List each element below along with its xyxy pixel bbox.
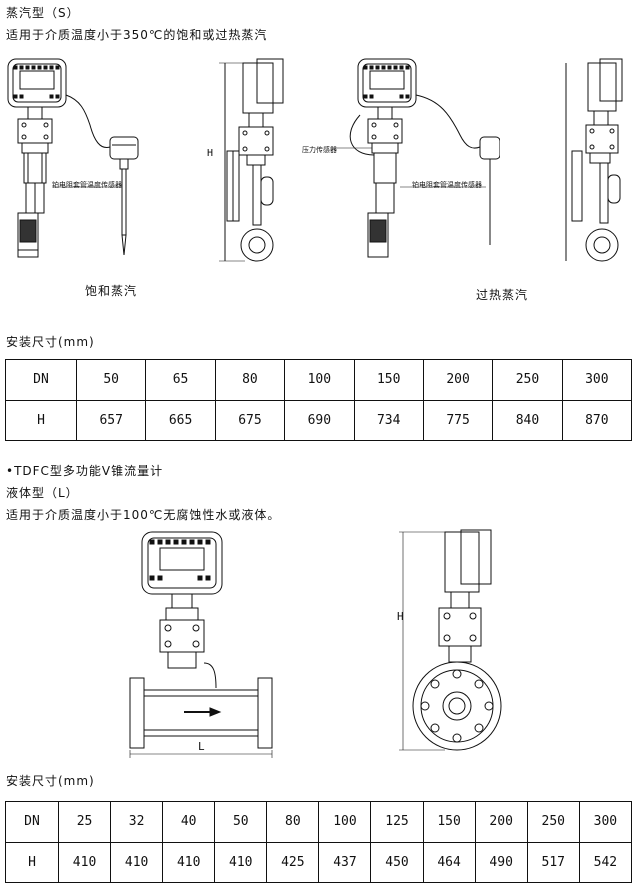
steam-description: 适用于介质温度小于350℃的饱和或过热蒸汽 bbox=[6, 28, 268, 42]
dn-cell: 100 bbox=[284, 359, 355, 401]
h-cell: 450 bbox=[370, 841, 424, 883]
h-cell: 410 bbox=[57, 841, 112, 883]
h-cell: 517 bbox=[526, 841, 580, 883]
dn-cell: 200 bbox=[422, 359, 494, 401]
h-cell: 437 bbox=[318, 841, 372, 883]
h-cell: 542 bbox=[578, 841, 633, 883]
dn-cell: 250 bbox=[526, 801, 580, 843]
dn-cell: 150 bbox=[353, 359, 424, 401]
superheated-steam-side-drawing bbox=[565, 58, 623, 262]
table-row: DN 50 65 80 100 150 200 250 300 bbox=[5, 359, 633, 401]
table-row: H 410 410 410 410 425 437 450 464 490 51… bbox=[5, 841, 633, 883]
pt-sensor-label-1: 铂电阻套管温度传感器 bbox=[52, 181, 122, 189]
table-row: DN 25 32 40 50 80 100 125 150 200 250 30… bbox=[5, 801, 633, 843]
superheated-steam-front-drawing bbox=[330, 58, 500, 258]
h-dimension-label-2: H bbox=[397, 610, 404, 623]
h-cell: 490 bbox=[474, 841, 528, 883]
steam-table-title: 安装尺寸(mm) bbox=[6, 335, 95, 349]
dn-cell: 65 bbox=[145, 359, 216, 401]
dn-cell: 150 bbox=[422, 801, 476, 843]
product-title: •TDFC型多功能V锥流量计 bbox=[6, 464, 164, 478]
h-cell: 870 bbox=[561, 399, 633, 441]
liquid-type-title: 液体型（L） bbox=[6, 486, 79, 500]
pressure-sensor-label: 压力传感器 bbox=[302, 146, 337, 154]
table-header-cell: DN bbox=[5, 359, 77, 401]
pt-sensor-label-2: 铂电阻套管温度传感器 bbox=[412, 181, 482, 189]
h-cell: 410 bbox=[214, 841, 268, 883]
dn-cell: 250 bbox=[492, 359, 563, 401]
h-cell: 840 bbox=[492, 399, 563, 441]
dn-cell: 80 bbox=[266, 801, 320, 843]
dn-cell: 200 bbox=[474, 801, 528, 843]
steam-dimensions-table: DN 50 65 80 100 150 200 250 300 H 657 66… bbox=[5, 359, 633, 441]
saturated-steam-front-drawing bbox=[7, 58, 139, 258]
liquid-front-drawing bbox=[129, 531, 273, 758]
h-cell: 410 bbox=[162, 841, 216, 883]
dn-cell: 50 bbox=[214, 801, 268, 843]
dn-cell: 300 bbox=[578, 801, 633, 843]
h-cell: 410 bbox=[110, 841, 164, 883]
h-cell: 734 bbox=[353, 399, 424, 441]
liquid-table-title: 安装尺寸(mm) bbox=[6, 774, 95, 788]
h-cell: 464 bbox=[422, 841, 476, 883]
liquid-dimensions-table: DN 25 32 40 50 80 100 125 150 200 250 30… bbox=[5, 801, 633, 883]
dn-cell: 100 bbox=[318, 801, 372, 843]
saturated-steam-side-drawing bbox=[219, 58, 284, 262]
h-cell: 657 bbox=[75, 399, 147, 441]
h-cell: 665 bbox=[145, 399, 216, 441]
dn-cell: 80 bbox=[214, 359, 286, 401]
h-dimension-label-1: H bbox=[207, 148, 214, 159]
dn-cell: 32 bbox=[110, 801, 164, 843]
dn-cell: 125 bbox=[370, 801, 424, 843]
dn-cell: 40 bbox=[162, 801, 216, 843]
table-header-cell: DN bbox=[5, 801, 59, 843]
h-cell: 775 bbox=[422, 399, 494, 441]
h-cell: 690 bbox=[284, 399, 355, 441]
table-header-cell: H bbox=[5, 399, 77, 441]
l-dimension-label: L bbox=[198, 740, 205, 753]
dn-cell: 25 bbox=[57, 801, 112, 843]
dn-cell: 50 bbox=[75, 359, 147, 401]
h-cell: 425 bbox=[266, 841, 320, 883]
table-header-cell: H bbox=[5, 841, 59, 883]
liquid-description: 适用于介质温度小于100℃无腐蚀性水或液体。 bbox=[6, 508, 281, 522]
table-row: H 657 665 675 690 734 775 840 870 bbox=[5, 399, 633, 441]
dn-cell: 300 bbox=[561, 359, 633, 401]
steam-type-title: 蒸汽型（S） bbox=[6, 6, 80, 20]
liquid-side-drawing bbox=[399, 529, 502, 751]
saturated-steam-caption: 饱和蒸汽 bbox=[85, 284, 138, 298]
h-cell: 675 bbox=[214, 399, 286, 441]
superheated-steam-caption: 过热蒸汽 bbox=[476, 288, 529, 302]
